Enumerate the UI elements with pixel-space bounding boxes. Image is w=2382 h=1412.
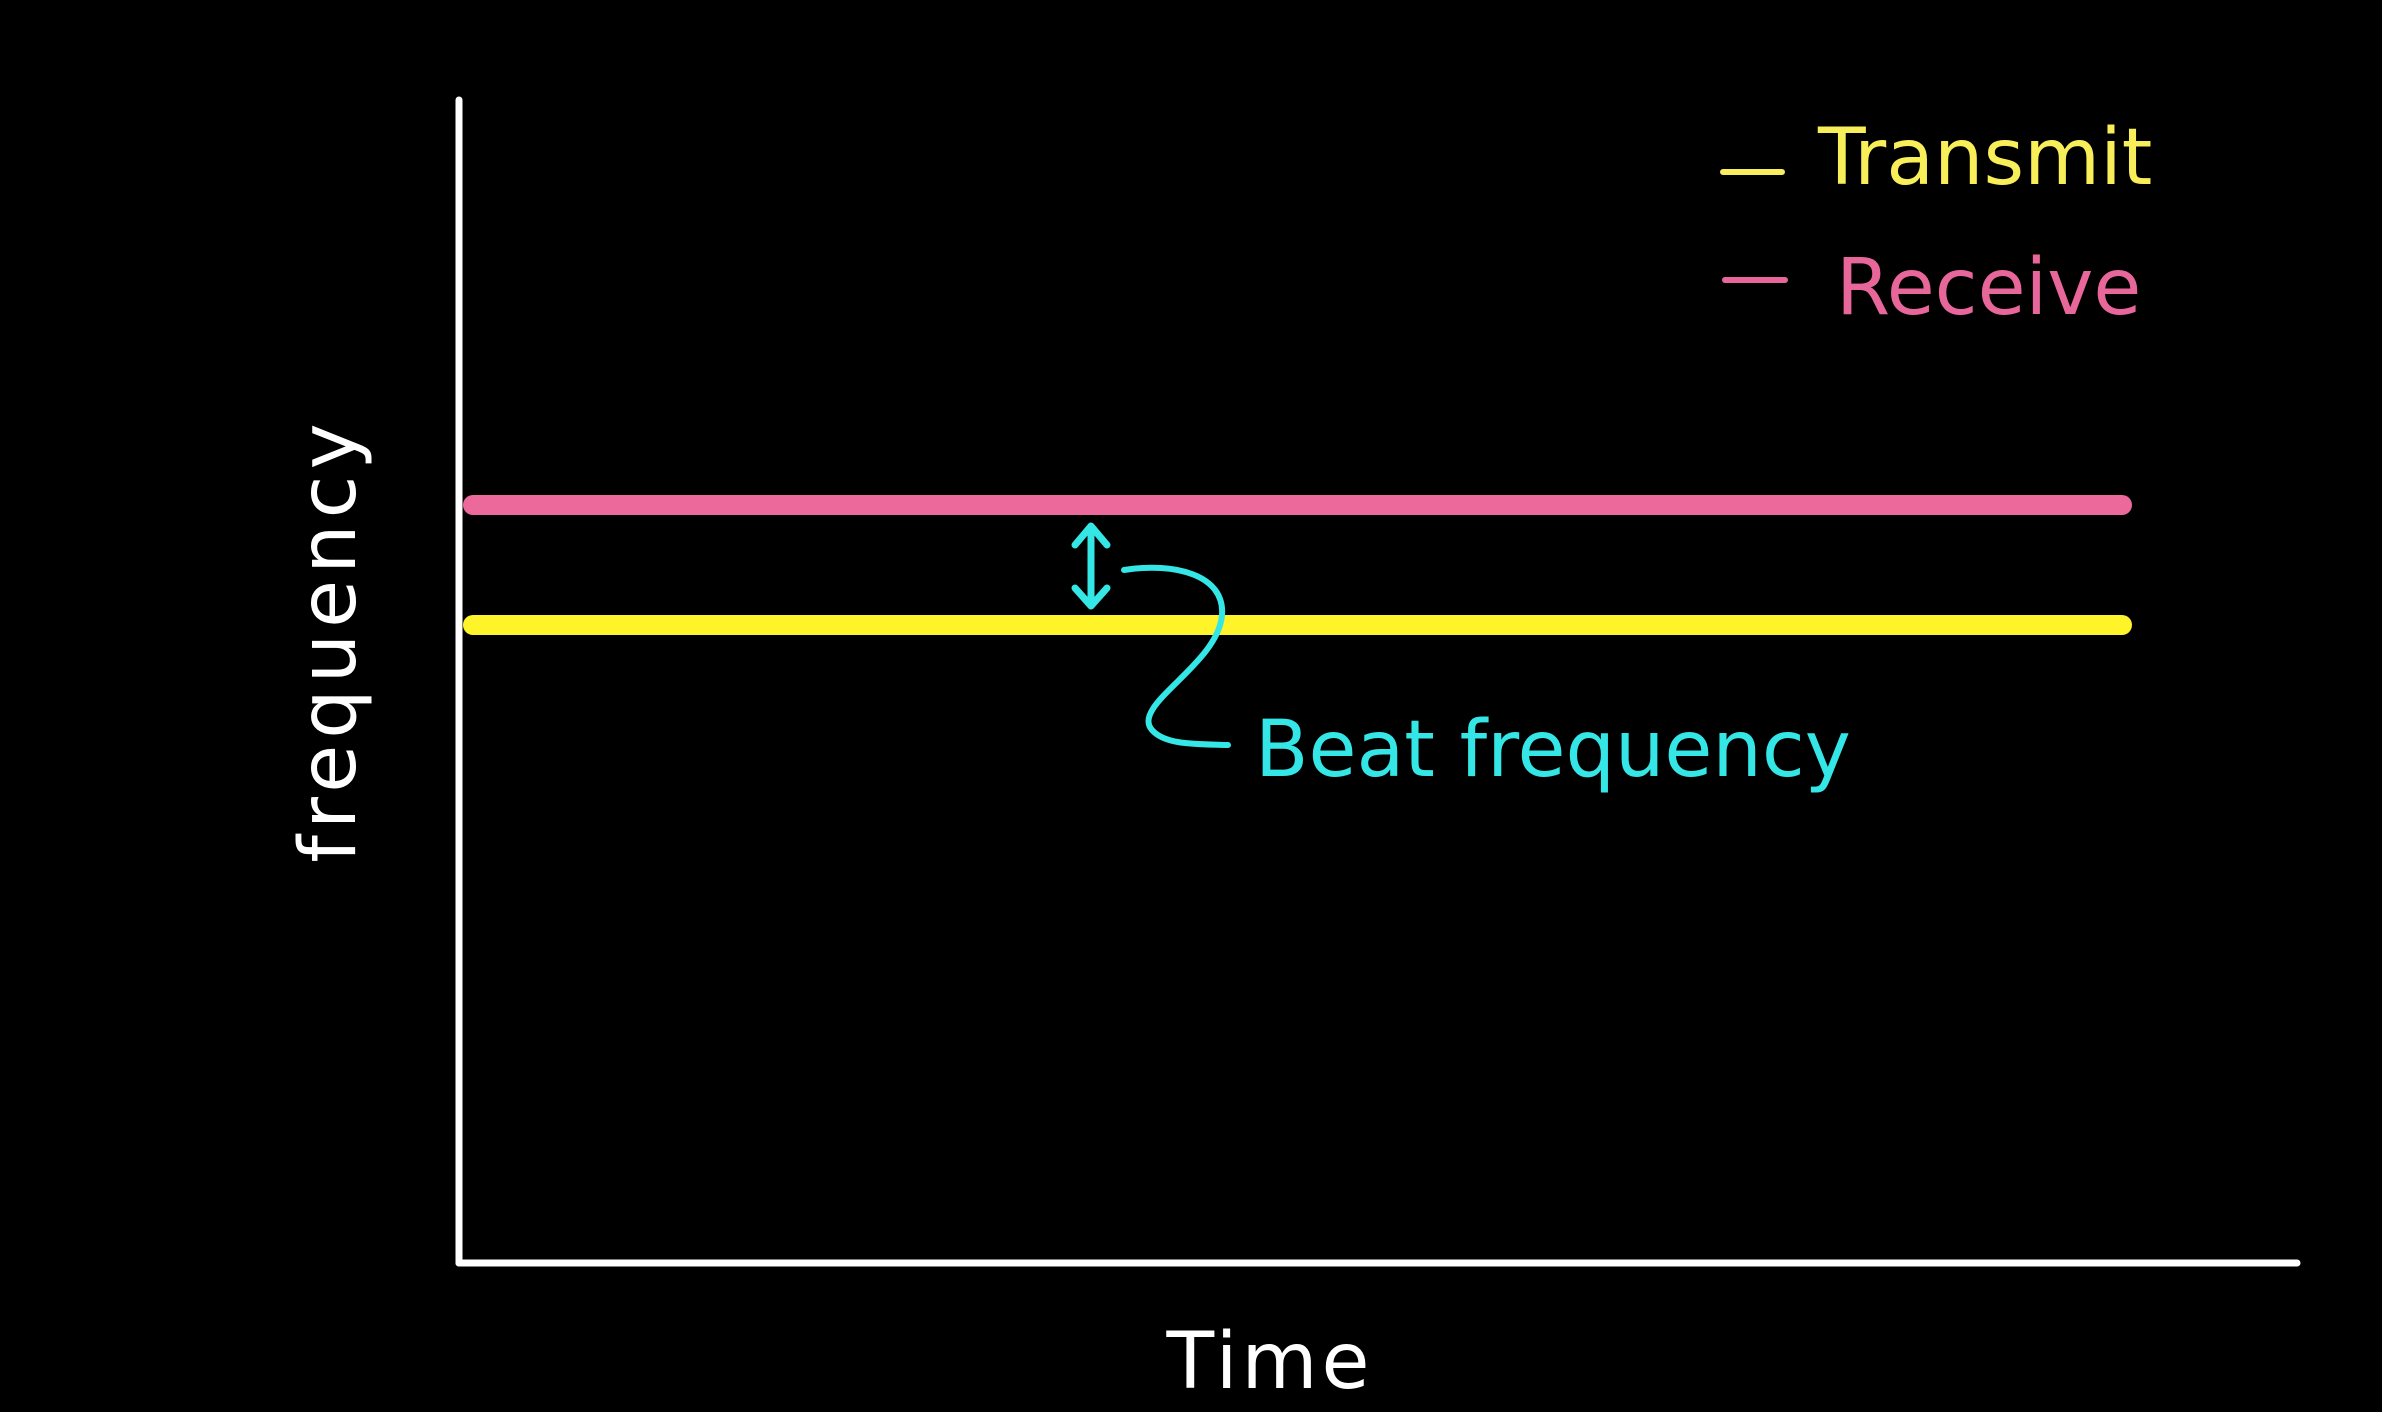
annotation-connector [1121, 564, 1231, 748]
beat-arrow-icon [1071, 522, 1111, 610]
legend-receive-label: Receive [1836, 243, 2141, 333]
y-axis-label: frequency [284, 417, 374, 862]
annotation-label: Beat frequency [1255, 705, 1851, 795]
legend-transmit-label: Transmit [1817, 113, 2152, 203]
legend: Transmit Receive [1720, 113, 2152, 333]
x-axis-label: Time [1166, 1317, 1374, 1407]
